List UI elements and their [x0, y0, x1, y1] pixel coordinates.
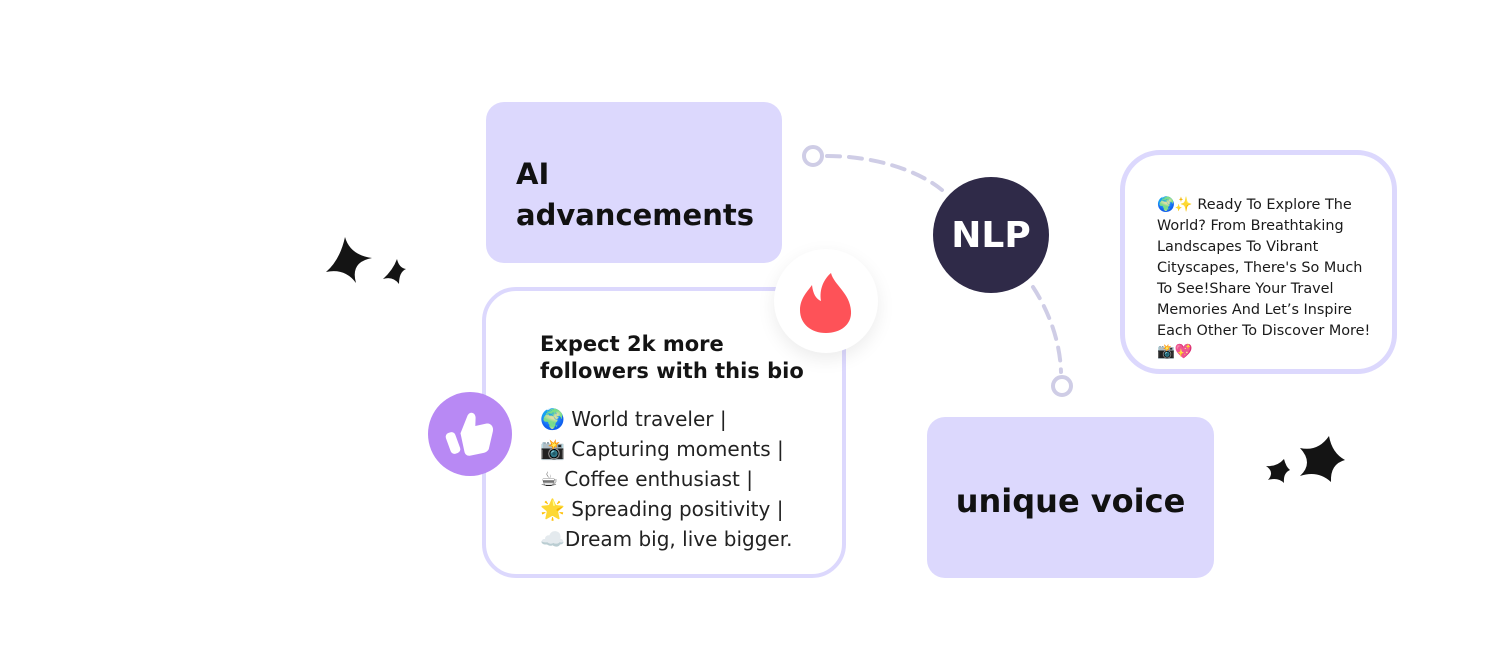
nlp-label: NLP	[951, 214, 1031, 256]
bio-line: 🌟 Spreading positivity |	[540, 497, 784, 521]
ai-card-line1: AI	[516, 157, 550, 191]
post-card: 🌍✨ Ready To Explore The World? From Brea…	[1120, 150, 1397, 374]
sparkle-icon	[1266, 459, 1290, 483]
connector-dot-voice	[1051, 375, 1073, 397]
thumbs-up-badge	[428, 392, 512, 476]
ai-advancements-card: AI advancements	[486, 102, 782, 263]
bio-lines: 🌍 World traveler | 📸 Capturing moments |…	[540, 404, 792, 554]
bio-card: Expect 2k more followers with this bio 🌍…	[482, 287, 846, 578]
flame-badge	[774, 249, 878, 353]
bio-title-line1: Expect 2k more	[540, 332, 724, 356]
bio-line: 🌍 World traveler |	[540, 407, 727, 431]
sparkle-icon	[383, 259, 406, 284]
sparkle-icon	[326, 237, 372, 283]
bio-title-line2: followers with this bio	[540, 359, 804, 383]
thumbs-up-icon	[445, 412, 494, 456]
sparkle-icon	[1300, 436, 1345, 482]
bio-line: ☁️Dream big, live bigger.	[540, 527, 793, 551]
post-text: 🌍✨ Ready To Explore The World? From Brea…	[1157, 197, 1371, 360]
nlp-badge: NLP	[933, 177, 1049, 293]
flame-icon	[800, 273, 852, 333]
ai-card-line2: advancements	[516, 198, 754, 232]
bio-line: 📸 Capturing moments |	[540, 437, 784, 461]
connector-dot-ai	[802, 145, 824, 167]
bio-card-title: Expect 2k more followers with this bio	[540, 331, 804, 385]
bio-line: ☕ Coffee enthusiast |	[540, 467, 753, 491]
unique-voice-label: unique voice	[955, 481, 1186, 520]
connector-ai-to-nlp	[825, 154, 944, 192]
unique-voice-card: unique voice	[927, 417, 1214, 578]
connector-nlp-to-voice	[1031, 285, 1063, 374]
